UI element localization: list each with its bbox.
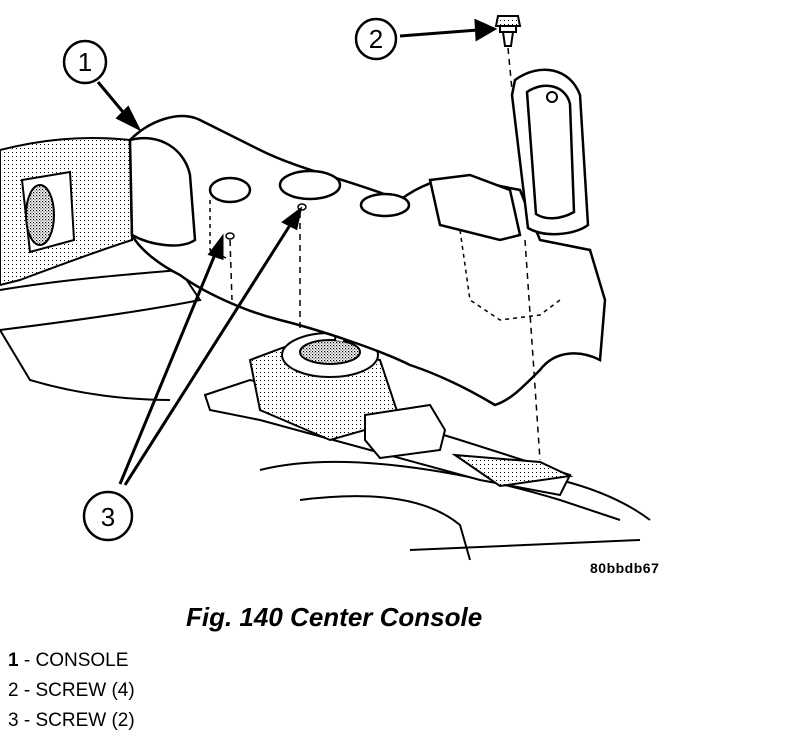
armrest-lid: [510, 68, 590, 236]
callout-3: 3: [82, 490, 134, 542]
center-console-illustration: 1 2 3: [0, 15, 651, 561]
callout-2: 2: [354, 17, 398, 61]
legend-text: SCREW (4): [35, 680, 135, 701]
legend-text: SCREW (2): [35, 710, 135, 731]
screw-icon: [494, 15, 522, 47]
legend-item: 2 - SCREW (4): [8, 676, 135, 706]
legend-text: CONSOLE: [35, 650, 129, 671]
figure-caption: Fig. 140 Center Console: [186, 602, 483, 632]
legend-separator: -: [18, 680, 36, 701]
svg-text:1: 1: [78, 47, 92, 77]
figure-code: 80bbdb67: [590, 560, 660, 576]
leader-arrows: [96, 18, 498, 486]
legend-item: 1 - CONSOLE: [8, 646, 135, 676]
floor-lines: [259, 460, 651, 561]
center-console: [128, 114, 607, 407]
svg-text:3: 3: [101, 502, 115, 532]
svg-text:2: 2: [369, 24, 383, 54]
legend-number: 1: [8, 650, 19, 671]
legend-number: 2: [8, 680, 19, 701]
installation-guide-lines: [229, 47, 541, 461]
legend-separator: -: [18, 710, 36, 731]
callout-1: 1: [62, 39, 108, 85]
legend-number: 3: [8, 710, 19, 731]
parts-legend: 1 - CONSOLE 2 - SCREW (4) 3 - SCREW (2): [8, 646, 135, 736]
legend-separator: -: [18, 650, 36, 671]
legend-item: 3 - SCREW (2): [8, 706, 135, 736]
